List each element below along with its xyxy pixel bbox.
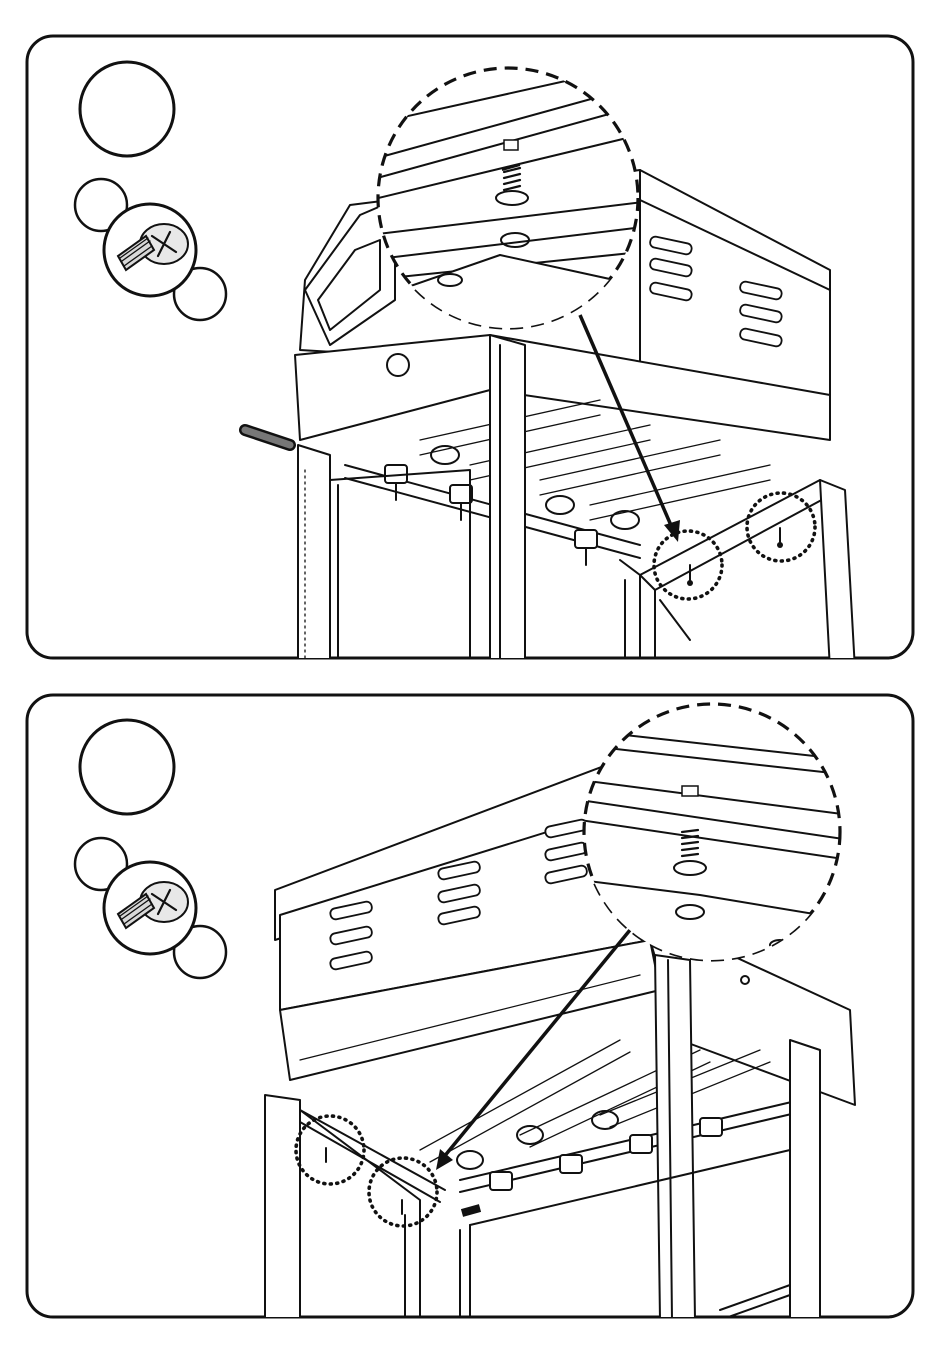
step-1-illustration (0, 0, 950, 670)
step-panel-2 (0, 680, 950, 1353)
step-panel-1 (0, 0, 950, 670)
step-2-illustration (0, 680, 950, 1353)
